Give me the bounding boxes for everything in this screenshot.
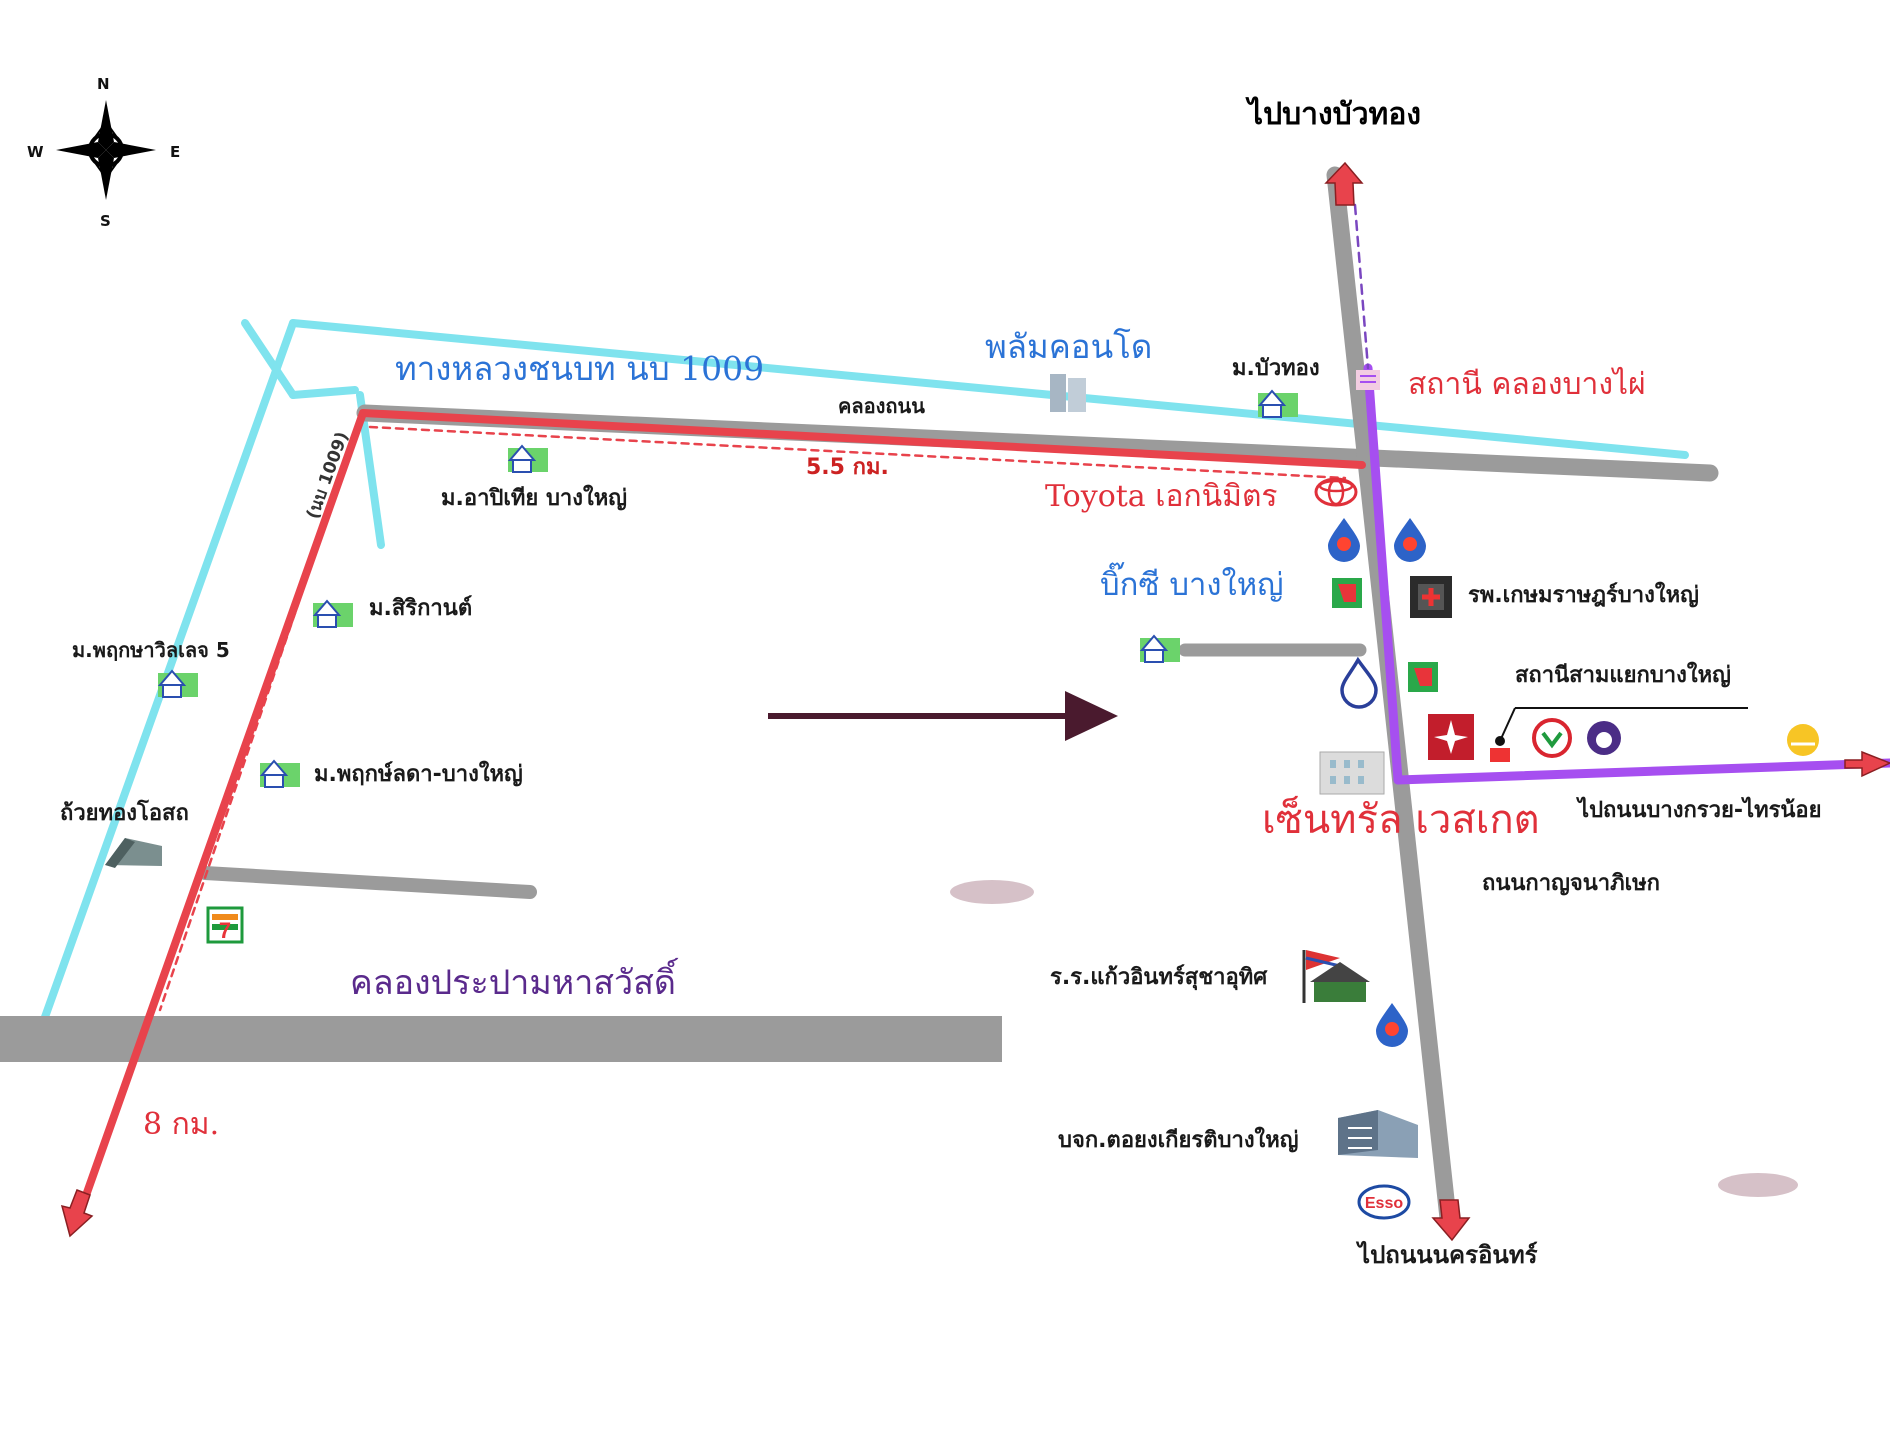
distance-8-label: 8 กม. — [143, 1107, 220, 1142]
compass-north: N — [97, 75, 110, 93]
direction-arrow — [768, 691, 1118, 741]
bigc-icon — [1332, 578, 1362, 608]
house-icon — [507, 444, 548, 473]
ptt-icons — [1328, 518, 1426, 1047]
big-c-label: บิ๊กซี บางใหญ่ — [1100, 567, 1284, 603]
arrow-icon — [60, 1189, 94, 1238]
mu-bua-thong-label: ม.บัวทอง — [1232, 356, 1320, 381]
scb-icon — [1587, 721, 1621, 755]
smudge — [950, 880, 1034, 904]
mu-pruklada-label: ม.พฤกษ์ลดา-บางใหญ่ — [314, 762, 523, 787]
hospital-icon — [1410, 576, 1452, 618]
school-icon — [1302, 950, 1370, 1003]
house-icons — [157, 389, 1298, 788]
canal-road-label: คลองถนน — [838, 394, 925, 418]
house-icon — [1139, 634, 1180, 663]
road-arrows — [60, 161, 1890, 1242]
hospital-label: รพ.เกษมราษฎร์บางใหญ่ — [1468, 583, 1699, 608]
compass-south: S — [100, 212, 111, 230]
rural-road-label: ทางหลวงชนบท นบ 1009 — [395, 349, 765, 388]
purple-line — [1353, 203, 1890, 785]
seven-eleven-label: 7 — [219, 918, 231, 943]
canal-prapa-label: คลองประปามหาสวัสดิ์ — [350, 963, 676, 1003]
ptt-icon — [1328, 518, 1360, 562]
station-khlong-bang-phai-label: สถานี คลองบางไผ่ — [1408, 367, 1646, 402]
krungsri-icon — [1787, 724, 1819, 756]
palm-condo-label: พลัมคอนโด — [985, 327, 1153, 366]
building-icon — [1050, 374, 1086, 412]
house-icon — [1257, 389, 1298, 418]
central-icon — [1428, 714, 1474, 760]
bigc-icon — [1408, 662, 1438, 692]
kanchanaphisek-label: ถนนกาญจนาภิเษก — [1482, 871, 1660, 896]
mu-arpitia-label: ม.อาปิเทีย บางใหญ่ — [441, 486, 628, 511]
distance-5-5-label: 5.5 กม. — [806, 455, 889, 480]
central-westgate-label: เซ็นทรัล เวสเกต — [1262, 797, 1540, 843]
arrow-icon — [1844, 750, 1890, 778]
arrow-icon — [1065, 691, 1118, 741]
building-icon — [1319, 751, 1385, 795]
bangchak-icon — [1340, 656, 1378, 709]
to-bang-kruai-label: ไปถนนบางกรวย-ไทรน้อย — [1578, 798, 1822, 823]
station-sam-yaek-label: สถานีสามแยกบางใหญ่ — [1515, 663, 1731, 688]
to-bang-bua-thong-label: ไปบางบัวทอง — [1248, 97, 1421, 132]
arrow-icon — [1324, 161, 1364, 206]
roads — [0, 166, 1719, 1227]
toyota-label: Toyota เอกนิมิตร — [1045, 479, 1278, 514]
ptt-icon — [1376, 1003, 1408, 1047]
house-icon — [259, 759, 300, 788]
house-icon — [157, 669, 198, 698]
company-label: บจก.ตอยงเกียรติบางใหญ่ — [1058, 1128, 1299, 1153]
main-route — [74, 409, 1366, 1222]
ptt-icon — [1394, 518, 1426, 562]
mu-sirikarn-label: ม.สิริกานต์ — [369, 596, 473, 621]
to-nakhon-in-label: ไปถนนนครอินทร์ — [1358, 1241, 1538, 1269]
esso-label: Esso — [1365, 1195, 1403, 1212]
smudge — [1718, 1173, 1798, 1197]
station-icon — [1490, 707, 1748, 762]
mu-pruksa-villa-label: ม.พฤกษาวิลเลจ 5 — [72, 638, 230, 662]
kasikorn-icon — [1532, 718, 1572, 758]
office-icon — [1338, 1110, 1418, 1158]
tuay-thong-label: ถ้วยทองโอสถ — [60, 801, 189, 826]
seven-eleven-icon: 7 — [206, 906, 244, 944]
arrow-icon — [1431, 1199, 1471, 1242]
toyota-logo-icon — [1314, 477, 1358, 507]
esso-icon: Esso — [1357, 1184, 1411, 1220]
factory-icon — [105, 838, 162, 868]
compass-west: W — [27, 143, 44, 161]
compass-icon — [56, 100, 156, 200]
compass-east: E — [170, 143, 181, 161]
station-icon — [1356, 370, 1380, 390]
school-label: ร.ร.แก้วอินทร์สุชาอุทิศ — [1050, 965, 1268, 990]
house-icon — [312, 599, 353, 628]
